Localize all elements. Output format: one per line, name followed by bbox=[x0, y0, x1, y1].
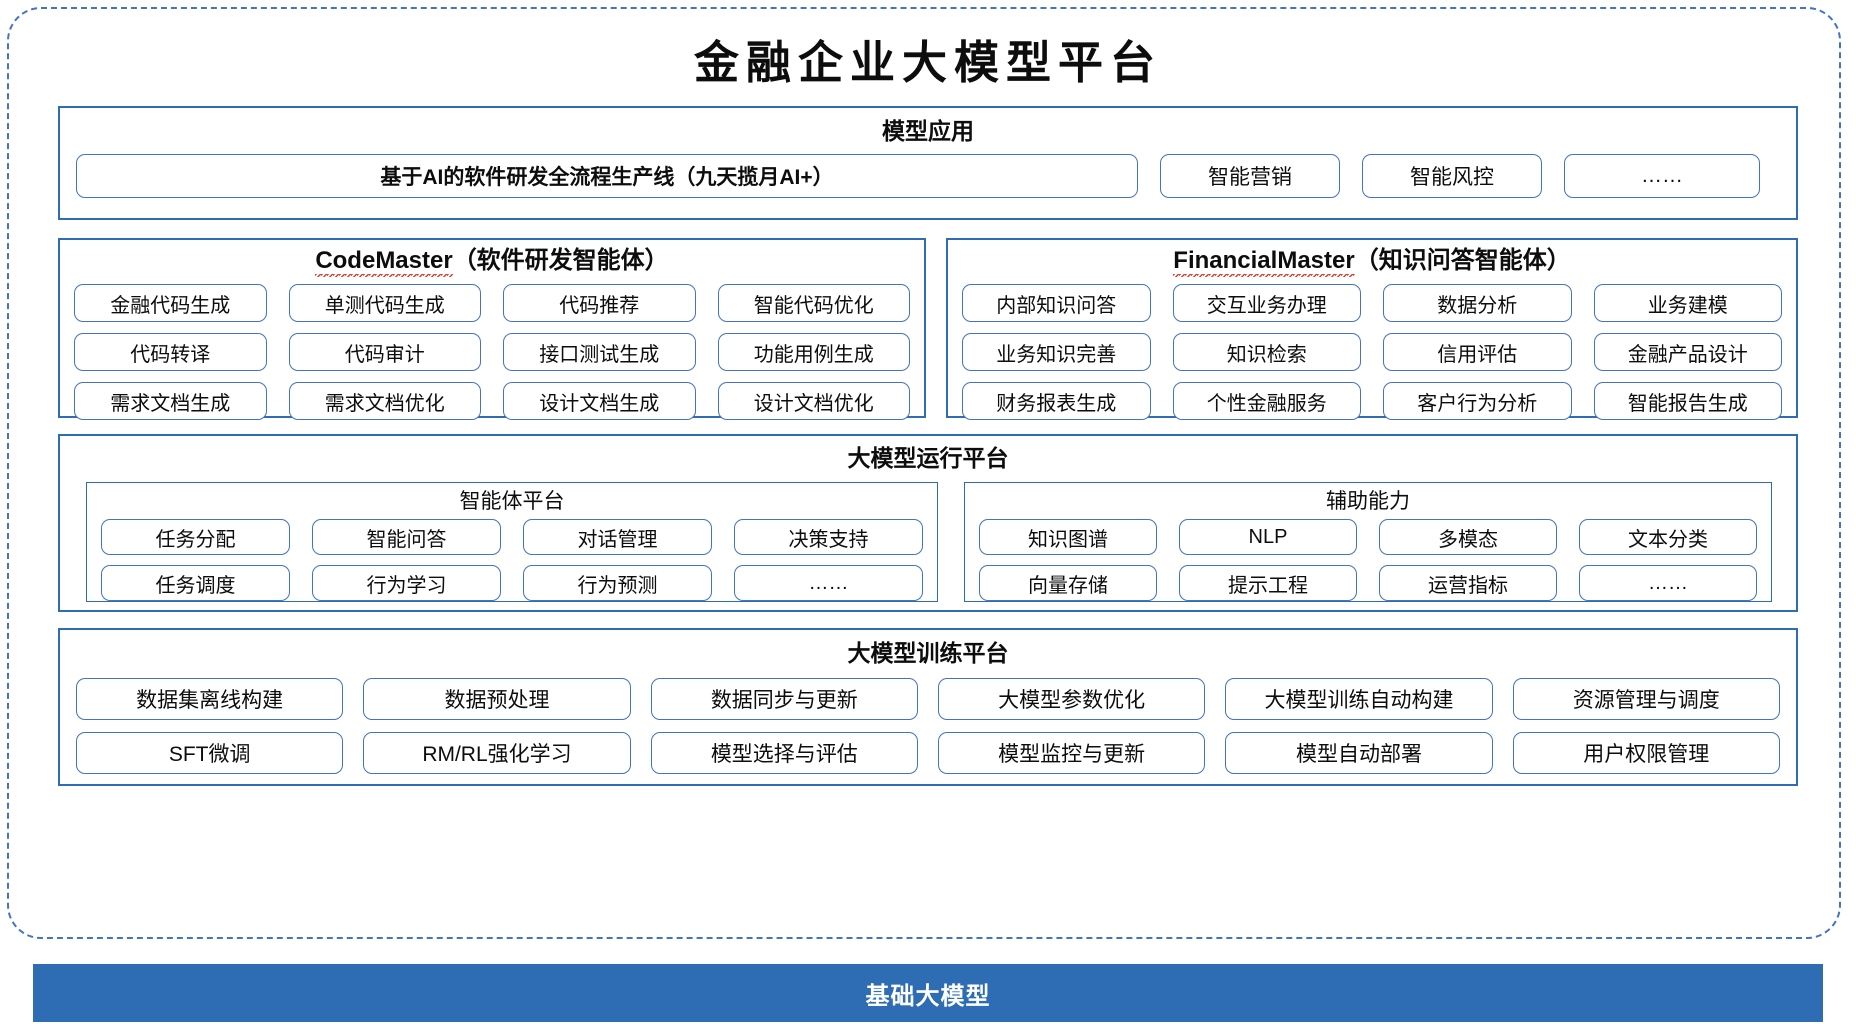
pill-financialmaster-1-3[interactable]: 数据分析 bbox=[1383, 284, 1572, 322]
codemaster-capability-grid: 金融代码生成 单测代码生成 代码推荐 智能代码优化 代码转译 代码审计 接口测试… bbox=[74, 284, 910, 420]
pill-training-1-4[interactable]: 大模型参数优化 bbox=[937, 678, 1206, 720]
training-row-1: 数据集离线构建 数据预处理 数据同步与更新 大模型参数优化 大模型训练自动构建 … bbox=[76, 678, 1780, 720]
pill-codemaster-1-2[interactable]: 单测代码生成 bbox=[288, 284, 481, 322]
training-row-2: SFT微调 RM/RL强化学习 模型选择与评估 模型监控与更新 模型自动部署 用… bbox=[76, 732, 1780, 774]
page-title: 金融企业大模型平台 bbox=[693, 36, 1162, 89]
pill-financialmaster-1-4[interactable]: 业务建模 bbox=[1593, 284, 1782, 322]
pill-codemaster-1-4[interactable]: 智能代码优化 bbox=[717, 284, 910, 322]
subsection-title-auxiliary-ability: 辅助能力 bbox=[1326, 490, 1410, 513]
pill-training-2-2[interactable]: RM/RL强化学习 bbox=[363, 732, 631, 774]
pill-financialmaster-2-2[interactable]: 知识检索 bbox=[1172, 333, 1361, 371]
section-runtime-platform: 大模型运行平台 智能体平台 任务分配 智能问答 对话管理 决策支持 任务调度 行… bbox=[58, 434, 1798, 612]
pill-training-2-3[interactable]: 模型选择与评估 bbox=[650, 732, 918, 774]
pill-financialmaster-2-4[interactable]: 金融产品设计 bbox=[1593, 333, 1782, 371]
pill-agent-platform-2-1[interactable]: 任务调度 bbox=[101, 565, 290, 601]
pill-codemaster-3-1[interactable]: 需求文档生成 bbox=[74, 382, 267, 420]
pill-training-1-2[interactable]: 数据预处理 bbox=[363, 678, 631, 720]
pill-aux-2-3[interactable]: 运营指标 bbox=[1379, 565, 1557, 601]
section-model-application: 模型应用 基于AI的软件研发全流程生产线（九天揽月AI+） 智能营销 智能风控 … bbox=[58, 106, 1798, 220]
pill-agent-platform-2-3[interactable]: 行为预测 bbox=[523, 565, 712, 601]
subsection-title-agent-platform: 智能体平台 bbox=[459, 490, 565, 513]
pill-aux-2-1[interactable]: 向量存储 bbox=[979, 565, 1157, 601]
footer-base-model-bar: 基础大模型 bbox=[33, 964, 1823, 1022]
auxiliary-ability-row-2: 向量存储 提示工程 运营指标 …… bbox=[979, 565, 1757, 601]
pill-financialmaster-1-2[interactable]: 交互业务办理 bbox=[1172, 284, 1361, 322]
pill-agent-platform-1-1[interactable]: 任务分配 bbox=[101, 519, 290, 555]
pill-financialmaster-3-1[interactable]: 财务报表生成 bbox=[962, 382, 1151, 420]
training-platform-grid: 数据集离线构建 数据预处理 数据同步与更新 大模型参数优化 大模型训练自动构建 … bbox=[76, 678, 1780, 774]
pill-aux-1-2[interactable]: NLP bbox=[1179, 519, 1357, 555]
auxiliary-ability-grid: 知识图谱 NLP 多模态 文本分类 向量存储 提示工程 运营指标 …… bbox=[979, 519, 1757, 601]
financialmaster-row-3: 财务报表生成 个性金融服务 客户行为分析 智能报告生成 bbox=[962, 382, 1782, 420]
pill-financialmaster-3-2[interactable]: 个性金融服务 bbox=[1172, 382, 1361, 420]
pill-aux-2-4-more[interactable]: …… bbox=[1579, 565, 1757, 601]
agent-name-codemaster: CodeMaster bbox=[315, 247, 453, 277]
pill-aux-2-2[interactable]: 提示工程 bbox=[1179, 565, 1357, 601]
section-title-training-platform: 大模型训练平台 bbox=[847, 640, 1009, 666]
agent-platform-grid: 任务分配 智能问答 对话管理 决策支持 任务调度 行为学习 行为预测 …… bbox=[101, 519, 923, 601]
pill-training-1-1[interactable]: 数据集离线构建 bbox=[76, 678, 344, 720]
pill-aux-1-4[interactable]: 文本分类 bbox=[1579, 519, 1757, 555]
section-codemaster: CodeMaster（软件研发智能体） 金融代码生成 单测代码生成 代码推荐 智… bbox=[58, 238, 926, 420]
pill-ai-production-line[interactable]: 基于AI的软件研发全流程生产线（九天揽月AI+） bbox=[76, 154, 1138, 198]
agent-subtitle-codemaster: （软件研发智能体） bbox=[452, 247, 669, 274]
pill-agent-platform-1-3[interactable]: 对话管理 bbox=[523, 519, 712, 555]
pill-codemaster-1-3[interactable]: 代码推荐 bbox=[503, 284, 696, 322]
pill-training-2-1[interactable]: SFT微调 bbox=[76, 732, 344, 774]
pill-codemaster-3-2[interactable]: 需求文档优化 bbox=[288, 382, 481, 420]
pill-agent-platform-2-4-more[interactable]: …… bbox=[734, 565, 923, 601]
auxiliary-ability-row-1: 知识图谱 NLP 多模态 文本分类 bbox=[979, 519, 1757, 555]
section-title-model-application: 模型应用 bbox=[882, 118, 974, 144]
pill-training-2-6[interactable]: 用户权限管理 bbox=[1512, 732, 1780, 774]
agent-name-financialmaster: FinancialMaster bbox=[1173, 247, 1355, 277]
financialmaster-row-2: 业务知识完善 知识检索 信用评估 金融产品设计 bbox=[962, 333, 1782, 371]
pill-training-1-6[interactable]: 资源管理与调度 bbox=[1512, 678, 1780, 720]
agent-title-financialmaster: FinancialMaster（知识问答智能体） bbox=[948, 247, 1796, 277]
agent-subtitle-financialmaster: （知识问答智能体） bbox=[1354, 247, 1571, 274]
pill-codemaster-2-2[interactable]: 代码审计 bbox=[288, 333, 481, 371]
subsection-agent-platform: 智能体平台 任务分配 智能问答 对话管理 决策支持 任务调度 行为学习 行为预测… bbox=[86, 482, 938, 602]
pill-codemaster-2-1[interactable]: 代码转译 bbox=[74, 333, 267, 371]
codemaster-row-1: 金融代码生成 单测代码生成 代码推荐 智能代码优化 bbox=[74, 284, 910, 322]
pill-codemaster-2-3[interactable]: 接口测试生成 bbox=[503, 333, 696, 371]
outer-dashed-frame bbox=[7, 7, 1841, 939]
financialmaster-row-1: 内部知识问答 交互业务办理 数据分析 业务建模 bbox=[962, 284, 1782, 322]
section-financialmaster: FinancialMaster（知识问答智能体） 内部知识问答 交互业务办理 数… bbox=[946, 238, 1798, 420]
pill-training-2-4[interactable]: 模型监控与更新 bbox=[937, 732, 1206, 774]
pill-smart-risk-control[interactable]: 智能风控 bbox=[1362, 154, 1542, 198]
section-training-platform: 大模型训练平台 数据集离线构建 数据预处理 数据同步与更新 大模型参数优化 大模… bbox=[58, 628, 1798, 786]
subsection-auxiliary-ability: 辅助能力 知识图谱 NLP 多模态 文本分类 向量存储 提示工程 运营指标 …… bbox=[964, 482, 1772, 602]
pill-financialmaster-1-1[interactable]: 内部知识问答 bbox=[962, 284, 1151, 322]
pill-more-ellipsis[interactable]: …… bbox=[1564, 154, 1760, 198]
section-title-runtime-platform: 大模型运行平台 bbox=[847, 445, 1009, 471]
pill-training-2-5[interactable]: 模型自动部署 bbox=[1225, 732, 1493, 774]
agent-platform-row-2: 任务调度 行为学习 行为预测 …… bbox=[101, 565, 923, 601]
financialmaster-capability-grid: 内部知识问答 交互业务办理 数据分析 业务建模 业务知识完善 知识检索 信用评估… bbox=[962, 284, 1782, 420]
codemaster-row-3: 需求文档生成 需求文档优化 设计文档生成 设计文档优化 bbox=[74, 382, 910, 420]
agent-platform-row-1: 任务分配 智能问答 对话管理 决策支持 bbox=[101, 519, 923, 555]
codemaster-row-2: 代码转译 代码审计 接口测试生成 功能用例生成 bbox=[74, 333, 910, 371]
pill-agent-platform-1-2[interactable]: 智能问答 bbox=[312, 519, 501, 555]
pill-codemaster-2-4[interactable]: 功能用例生成 bbox=[717, 333, 910, 371]
pill-financialmaster-2-3[interactable]: 信用评估 bbox=[1383, 333, 1572, 371]
pill-codemaster-1-1[interactable]: 金融代码生成 bbox=[74, 284, 267, 322]
model-application-items: 基于AI的软件研发全流程生产线（九天揽月AI+） 智能营销 智能风控 …… bbox=[76, 154, 1784, 198]
pill-training-1-5[interactable]: 大模型训练自动构建 bbox=[1225, 678, 1493, 720]
pill-training-1-3[interactable]: 数据同步与更新 bbox=[650, 678, 918, 720]
pill-financialmaster-3-3[interactable]: 客户行为分析 bbox=[1383, 382, 1572, 420]
pill-aux-1-3[interactable]: 多模态 bbox=[1379, 519, 1557, 555]
pill-aux-1-1[interactable]: 知识图谱 bbox=[979, 519, 1157, 555]
pill-agent-platform-2-2[interactable]: 行为学习 bbox=[312, 565, 501, 601]
pill-codemaster-3-4[interactable]: 设计文档优化 bbox=[717, 382, 910, 420]
pill-financialmaster-3-4[interactable]: 智能报告生成 bbox=[1593, 382, 1782, 420]
pill-financialmaster-2-1[interactable]: 业务知识完善 bbox=[962, 333, 1151, 371]
pill-codemaster-3-3[interactable]: 设计文档生成 bbox=[503, 382, 696, 420]
agent-title-codemaster: CodeMaster（软件研发智能体） bbox=[60, 247, 924, 277]
pill-agent-platform-1-4[interactable]: 决策支持 bbox=[734, 519, 923, 555]
pill-smart-marketing[interactable]: 智能营销 bbox=[1160, 154, 1340, 198]
